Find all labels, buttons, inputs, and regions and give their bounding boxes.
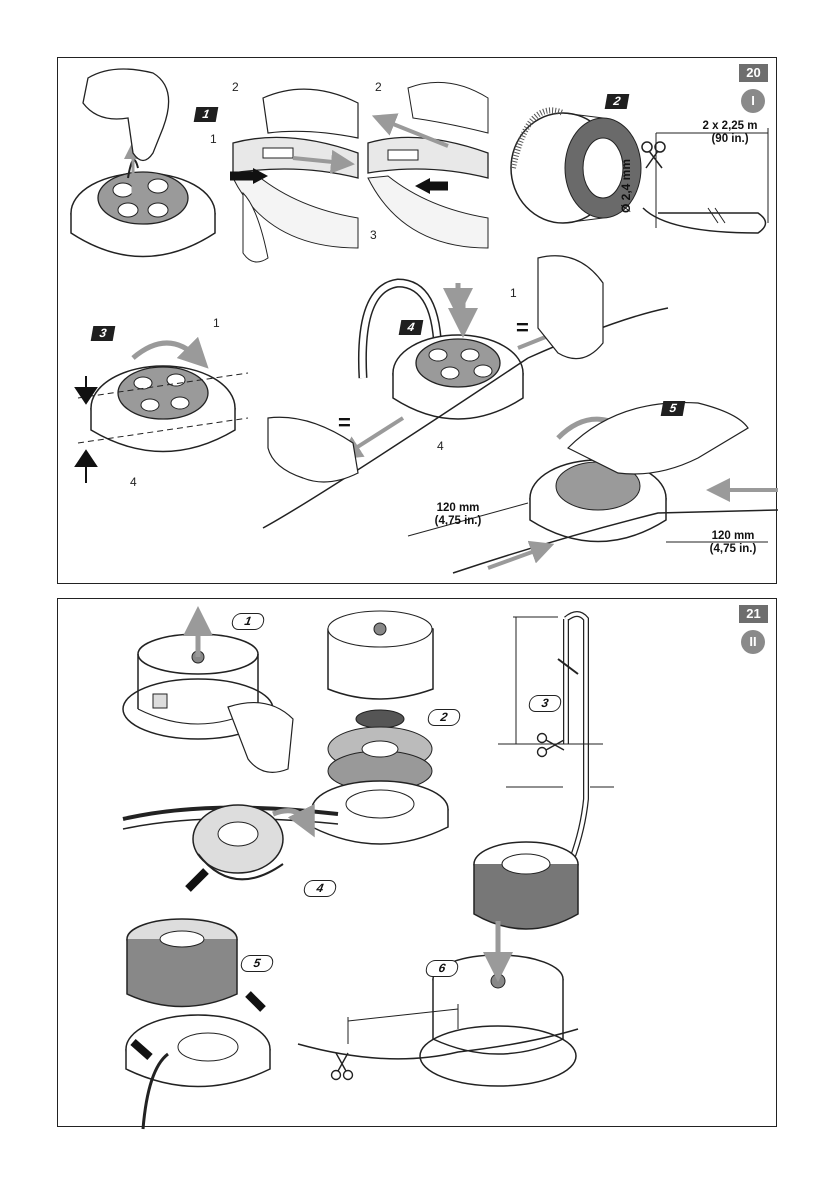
callout-4-step4: 4 <box>437 439 444 453</box>
hand-icon-step1b <box>263 89 358 138</box>
figure-21-artwork <box>58 599 778 1128</box>
callout-1-step3: 1 <box>213 316 220 330</box>
spool-head-step1 <box>71 150 215 257</box>
right-length-label: 120 mm (4,75 in.) <box>698 530 768 556</box>
equal-sign-right: = <box>516 315 529 341</box>
step-pill-6: 6 <box>425 960 460 977</box>
left-length-label: 120 mm (4,75 in.) <box>423 502 493 528</box>
hand-icon-step1 <box>83 69 169 161</box>
step-pill-5: 5 <box>240 955 275 972</box>
spool-exploded-step2 <box>312 611 448 844</box>
spool-head-step3 <box>76 343 248 483</box>
step-pill-3: 3 <box>528 695 563 712</box>
line-length-label: 2 x 2,25 m (90 in.) <box>690 120 770 146</box>
spool-step5 <box>126 919 270 1129</box>
equal-sign-left: = <box>338 410 351 436</box>
coil-icon-step3 <box>474 842 578 929</box>
step-badge-2: 2 <box>605 94 630 109</box>
callout-3: 3 <box>370 228 377 242</box>
step-pill-4: 4 <box>303 880 338 897</box>
figure-20-panel: 20 I <box>57 57 777 584</box>
hand-icon-step1 <box>228 703 293 773</box>
callout-1-step4: 1 <box>510 286 517 300</box>
callout-4-step3: 4 <box>130 475 137 489</box>
spool-step4 <box>123 805 338 889</box>
callout-2b: 2 <box>375 80 382 94</box>
callout-1-step1: 1 <box>210 132 217 146</box>
release-tab-detail-b <box>368 82 488 248</box>
callout-2a: 2 <box>232 80 239 94</box>
step-pill-1: 1 <box>231 613 266 630</box>
step-pill-2: 2 <box>427 709 462 726</box>
hand-icon-step4-right <box>538 256 603 359</box>
scissors-icon <box>330 1051 356 1081</box>
step-badge-3: 3 <box>91 326 116 341</box>
step-badge-4: 4 <box>399 320 424 335</box>
step-badge-1: 1 <box>194 107 219 122</box>
step-badge-5: 5 <box>661 401 686 416</box>
scissors-icon <box>536 732 566 758</box>
figure-21-panel: 21 II <box>57 598 777 1127</box>
scissors-icon <box>640 140 670 170</box>
release-tab-detail-a <box>230 137 358 262</box>
line-diameter-label: Ø 2,4 mm <box>619 159 633 213</box>
